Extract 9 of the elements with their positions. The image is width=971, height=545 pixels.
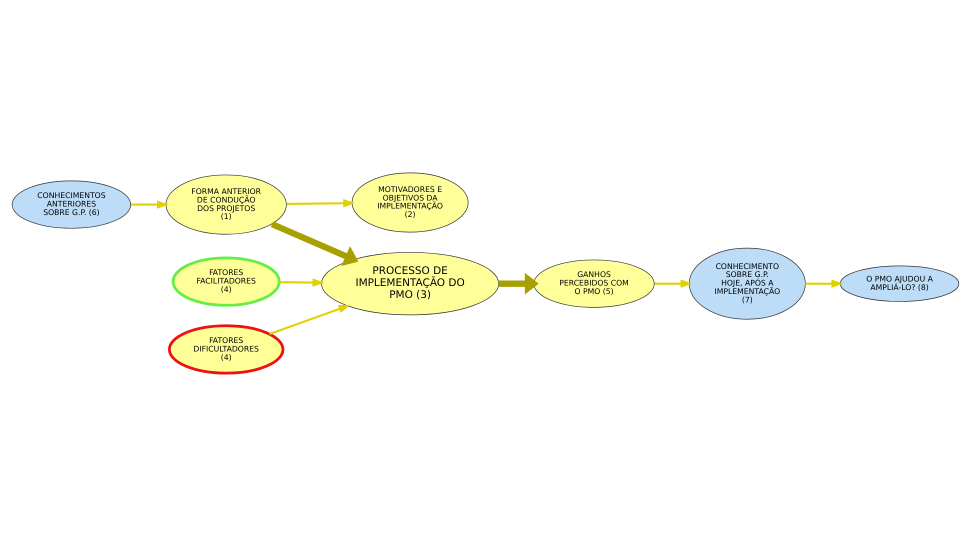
arrow — [269, 304, 350, 335]
arrow — [130, 200, 169, 208]
arrow — [654, 279, 693, 288]
arrow — [279, 278, 324, 286]
arrow — [286, 198, 356, 207]
node-ellipse: PROCESSO DE IMPLEMENTAÇÃO DO PMO (3) — [321, 252, 500, 315]
arrow — [270, 220, 358, 266]
arrow — [498, 272, 539, 294]
arrow — [805, 279, 844, 288]
